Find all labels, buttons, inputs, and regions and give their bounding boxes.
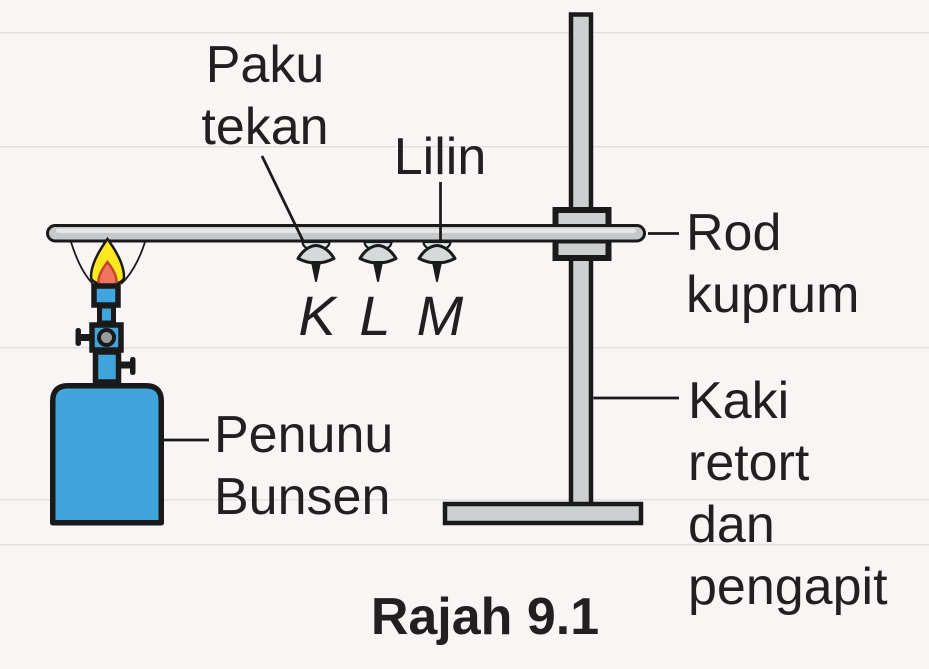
burner-nozzle — [91, 283, 121, 308]
label-line: Paku — [205, 36, 325, 94]
label-kaki-retort: Kaki retort dan pengapit — [688, 370, 888, 618]
label-line: Rod — [686, 204, 782, 262]
label-paku-tekan: Paku tekan — [155, 34, 375, 158]
burner-stem — [92, 349, 122, 385]
flame-envelope-left — [70, 241, 94, 285]
tack-pin-l — [373, 261, 383, 282]
copper-rod-highlight — [56, 228, 636, 233]
point-label-m: M — [416, 284, 464, 347]
clamp-lower-jaw — [552, 237, 612, 261]
tack-k — [296, 240, 336, 282]
burner-air-hole — [97, 328, 116, 347]
tack-m — [417, 240, 457, 282]
label-penunu-bunsen: Penunu Bunsen — [214, 404, 393, 528]
label-line: kuprum — [686, 266, 860, 324]
label-line: Kaki — [688, 372, 790, 430]
retort-stand-base — [442, 501, 644, 526]
label-line: pengapit — [688, 558, 888, 616]
bunsen-burner — [50, 283, 164, 526]
tack-head-m — [417, 244, 457, 265]
label-line: Penunu — [214, 406, 394, 464]
point-label-k: K — [298, 284, 336, 347]
burner-barrel — [97, 303, 116, 326]
burner-gas-inlet-stem — [118, 361, 130, 369]
label-line: tekan — [201, 98, 329, 156]
figure-caption: Rajah 9.1 — [370, 588, 600, 646]
label-line: retort — [688, 434, 810, 492]
label-line: Bunsen — [214, 468, 391, 526]
leader-paku-tekan — [260, 155, 308, 248]
label-line: dan — [688, 496, 775, 554]
copper-rod — [46, 224, 646, 243]
label-rod-kuprum: Rod kuprum — [686, 202, 859, 326]
tack-head-k — [296, 244, 336, 265]
tack-l — [358, 240, 398, 282]
burner-base — [50, 383, 164, 526]
point-label-l: L — [359, 284, 391, 347]
burner-left-valve-stem — [81, 334, 92, 341]
flame-envelope-right — [120, 241, 146, 285]
label-line: Lilin — [393, 128, 487, 186]
burner-gas-inlet-cap — [130, 357, 136, 375]
tack-pin-m — [432, 261, 442, 282]
burner-left-valve-cap — [75, 328, 81, 346]
tack-head-l — [358, 244, 398, 265]
tack-pin-k — [311, 261, 321, 282]
label-lilin: Lilin — [352, 126, 528, 188]
